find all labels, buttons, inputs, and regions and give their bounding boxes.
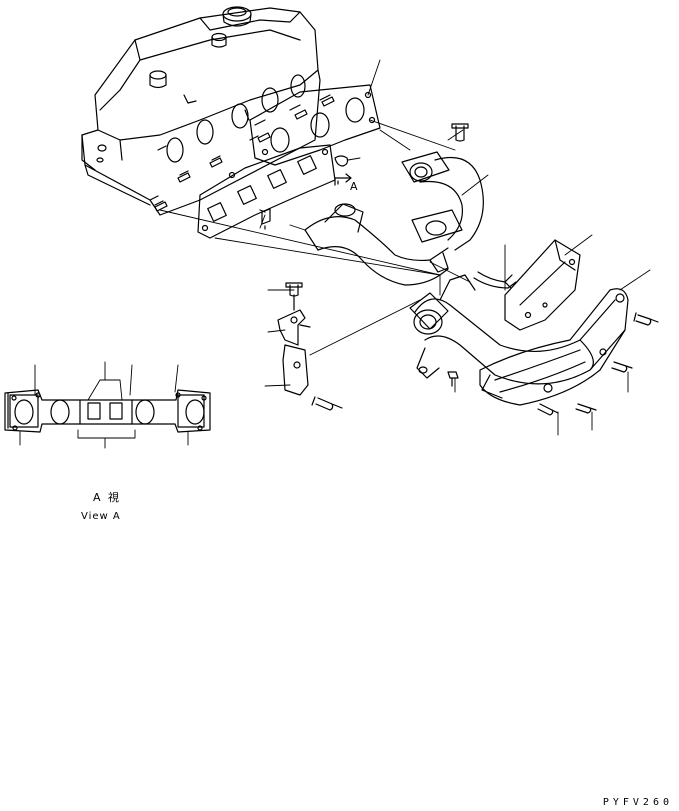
view-arrow-label: A <box>350 180 358 193</box>
studs <box>259 123 469 230</box>
view-a-arrow <box>334 173 352 186</box>
view-a-gasket <box>4 361 211 449</box>
exhaust-gasket <box>197 144 336 239</box>
exhaust-pipe <box>409 274 626 385</box>
intake-gasket-upper <box>249 84 381 166</box>
exhaust-cover <box>479 288 629 406</box>
drawing-code: PYFV260 <box>602 797 673 808</box>
heat-shield <box>504 239 581 331</box>
view-a-label-jp: A 視 <box>93 491 122 504</box>
breather-hose <box>473 271 517 289</box>
exhaust-manifold <box>304 151 484 286</box>
bolts <box>285 282 659 416</box>
bracket <box>277 309 311 396</box>
leader-lines <box>259 59 651 436</box>
cylinder-head <box>81 6 335 216</box>
alignment-lines <box>159 119 471 356</box>
view-a-label-en: View A <box>81 511 121 522</box>
